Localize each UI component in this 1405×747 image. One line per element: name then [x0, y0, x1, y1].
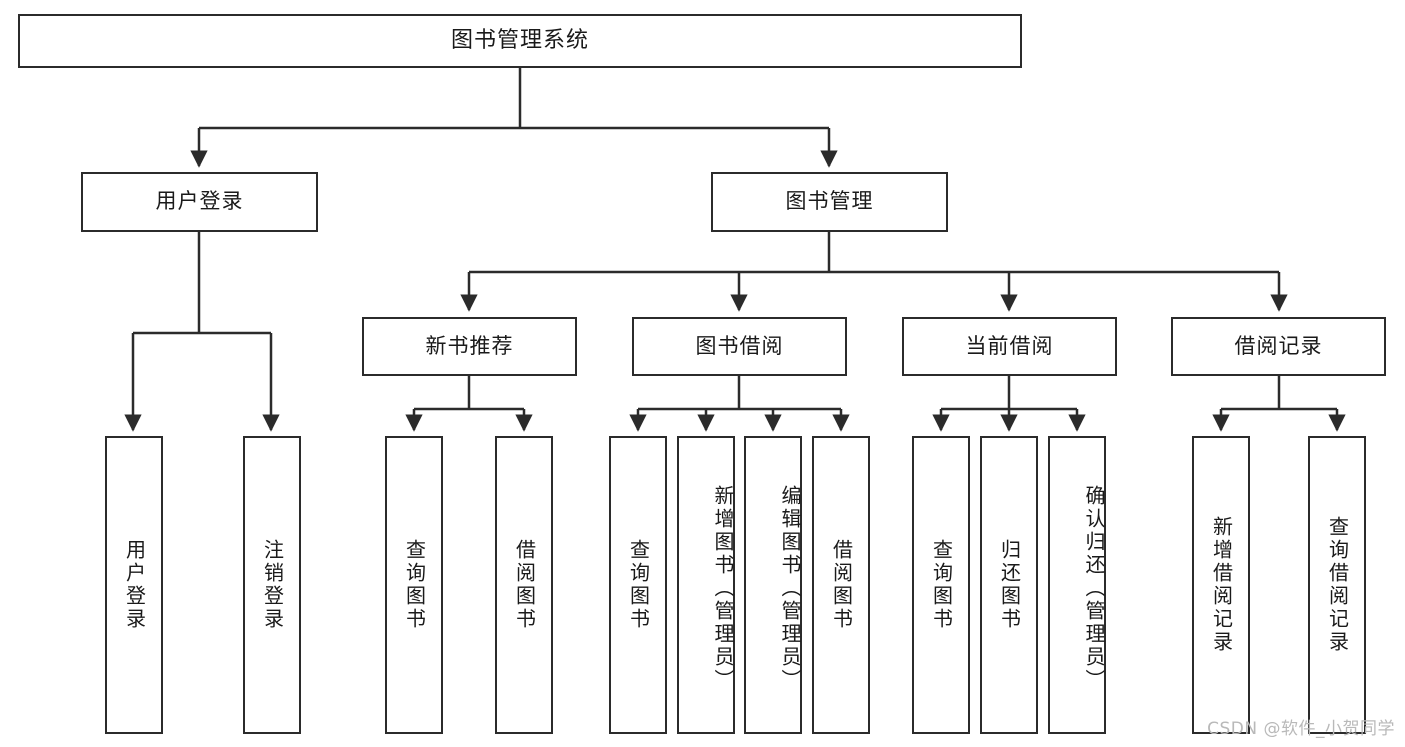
node-label: 借阅记录: [1234, 333, 1323, 358]
node-label: 查询图书: [929, 539, 954, 631]
node-label: 用户登录: [122, 539, 147, 631]
node-book-management[interactable]: 图书管理: [711, 172, 948, 232]
leaf-user-login[interactable]: 用户登录: [105, 436, 163, 734]
node-label: 图书管理: [785, 189, 874, 214]
node-label: 编辑图书（管理员）: [778, 484, 802, 692]
node-label: 查询借阅记录: [1325, 516, 1350, 654]
node-label: 新增图书（管理员）: [711, 484, 735, 692]
node-label: 图书管理系统: [450, 27, 589, 53]
leaf-return-book[interactable]: 归还图书: [980, 436, 1038, 734]
node-book-borrowing[interactable]: 图书借阅: [632, 317, 847, 376]
node-label: 新增借阅记录: [1209, 516, 1234, 654]
leaf-confirm-return-admin[interactable]: 确认归还（管理员）: [1048, 436, 1106, 734]
leaf-borrow-book-2[interactable]: 借阅图书: [812, 436, 870, 734]
node-label: 借阅图书: [829, 539, 854, 631]
leaf-add-book-admin[interactable]: 新增图书（管理员）: [677, 436, 735, 734]
node-label: 归还图书: [997, 539, 1022, 631]
leaf-edit-book-admin[interactable]: 编辑图书（管理员）: [744, 436, 802, 734]
node-current-borrowing[interactable]: 当前借阅: [902, 317, 1117, 376]
leaf-borrow-book-1[interactable]: 借阅图书: [495, 436, 553, 734]
node-label: 用户登录: [155, 189, 244, 214]
node-user-login[interactable]: 用户登录: [81, 172, 318, 232]
node-label: 注销登录: [260, 539, 285, 631]
node-borrowing-record[interactable]: 借阅记录: [1171, 317, 1386, 376]
node-label: 查询图书: [402, 539, 427, 631]
node-new-book-recommendation[interactable]: 新书推荐: [362, 317, 577, 376]
node-label: 确认归还（管理员）: [1082, 484, 1106, 692]
leaf-logout[interactable]: 注销登录: [243, 436, 301, 734]
leaf-query-borrow-record[interactable]: 查询借阅记录: [1308, 436, 1366, 734]
leaf-query-book-1[interactable]: 查询图书: [385, 436, 443, 734]
leaf-query-book-3[interactable]: 查询图书: [912, 436, 970, 734]
node-label: 借阅图书: [512, 539, 537, 631]
leaf-add-borrow-record[interactable]: 新增借阅记录: [1192, 436, 1250, 734]
node-label: 新书推荐: [425, 333, 514, 358]
node-label: 查询图书: [626, 539, 651, 631]
node-label: 当前借阅: [965, 333, 1054, 358]
node-label: 图书借阅: [695, 333, 784, 358]
node-root-book-management-system[interactable]: 图书管理系统: [18, 14, 1022, 68]
watermark: CSDN @软件_小贺同学: [1207, 719, 1395, 739]
leaf-query-book-2[interactable]: 查询图书: [609, 436, 667, 734]
